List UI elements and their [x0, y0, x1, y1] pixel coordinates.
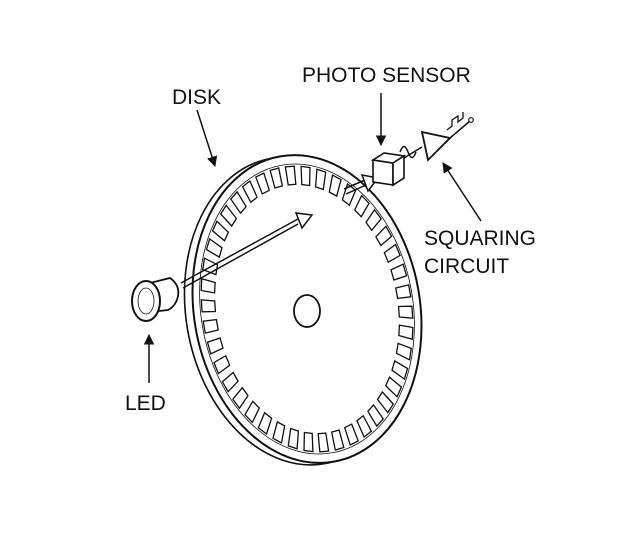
disk-slot: [287, 427, 300, 450]
disk-slots: [200, 165, 414, 453]
photo-sensor-label: PHOTO SENSOR: [302, 64, 471, 87]
disk-slot: [244, 400, 261, 424]
disk-slot: [206, 337, 224, 355]
squaring-circuit: [403, 112, 474, 162]
disk-slot: [328, 174, 342, 198]
disk-slot: [356, 414, 373, 439]
disk-slot: [375, 225, 393, 247]
disk-slot: [219, 204, 238, 228]
disk-slot: [303, 431, 314, 453]
light-beam-arrow: [180, 212, 314, 289]
disk-slot: [367, 403, 385, 428]
disk-slot: [398, 324, 414, 341]
disk-slot: [330, 429, 345, 451]
disk-slot: [284, 165, 297, 186]
disk-slot: [257, 411, 273, 436]
photo-sensor-side: [392, 154, 405, 187]
disk-slot: [343, 423, 360, 446]
analog-signal-wave: [399, 145, 417, 159]
disk-slot: [200, 277, 216, 294]
output-terminal: [468, 117, 474, 123]
disk-slot: [213, 354, 231, 375]
disk-slot: [300, 165, 311, 187]
disk-slot: [341, 182, 357, 207]
squaring-output-wire: [449, 120, 471, 139]
disk-slot: [397, 305, 414, 319]
disk: [183, 154, 423, 466]
led-lens: [131, 280, 161, 322]
disk-slot: [200, 299, 217, 313]
squaring-circuit-label-line2: CIRCUIT: [424, 255, 509, 278]
photo-sensor-front: [372, 159, 394, 186]
squaring-circuit-pointer-arrow: [442, 162, 482, 222]
disk-slot: [221, 371, 239, 393]
disk-slot: [232, 386, 249, 410]
disk-slot: [202, 318, 219, 334]
disk-label: DISK: [172, 86, 221, 109]
disk-slot: [395, 284, 412, 300]
disk-slot: [205, 237, 223, 259]
disk-slot: [254, 172, 271, 195]
led-lens-inner: [137, 287, 155, 315]
disk-slot-ring-outer: [199, 163, 415, 455]
disk-slot: [365, 208, 382, 232]
disk-slot: [376, 390, 395, 414]
disk-slot: [390, 263, 408, 281]
disk-slot: [269, 167, 284, 189]
square-signal-wave: [446, 112, 464, 131]
photo-sensor: [370, 152, 407, 187]
disk-slot: [314, 168, 327, 191]
squaring-input-wire: [403, 146, 423, 159]
comparator-triangle: [420, 130, 452, 162]
disk-hub-hole: [293, 294, 321, 328]
disk-slot: [353, 194, 370, 218]
led-label: LED: [125, 392, 166, 415]
disk-pointer-arrow: [196, 109, 218, 167]
disk-slot: [317, 432, 330, 453]
disk-slot: [211, 220, 230, 242]
led: [131, 277, 180, 322]
disk-slot: [241, 179, 258, 204]
disk-slot: [229, 190, 247, 215]
disk-slot: [395, 342, 413, 361]
squaring-circuit-label-line1: SQUARING: [424, 227, 536, 250]
disk-slot: [391, 359, 409, 381]
disk-slot: [384, 376, 403, 398]
disk-slot: [272, 420, 286, 444]
disk-slot: [383, 243, 401, 264]
